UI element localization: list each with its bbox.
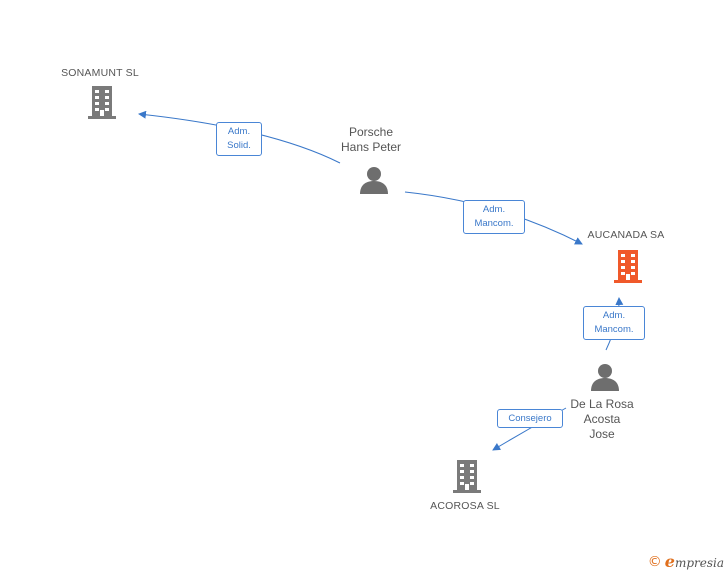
brand-logo: © empresia <box>648 552 724 571</box>
company-label-acorosa[interactable]: ACOROSA SL <box>430 500 500 512</box>
person-label-delarosa[interactable]: De La Rosa Acosta Jose <box>570 397 634 441</box>
brand-e: e <box>664 552 675 571</box>
building-icon[interactable] <box>86 84 118 120</box>
person-label-porsche[interactable]: Porsche Hans Peter <box>340 125 402 154</box>
brand-name: empresia <box>665 552 724 571</box>
relation-label[interactable]: Adm. Mancom. <box>583 306 645 340</box>
relation-label[interactable]: Consejero <box>497 409 563 428</box>
building-icon[interactable] <box>612 248 644 284</box>
brand-text: mpresia <box>674 556 724 570</box>
company-label-aucanada[interactable]: AUCANADA SA <box>587 229 665 241</box>
person-icon[interactable] <box>590 363 620 391</box>
person-icon[interactable] <box>359 166 389 194</box>
relation-label[interactable]: Adm. Solid. <box>216 122 262 156</box>
relation-label[interactable]: Adm. Mancom. <box>463 200 525 234</box>
company-label-sonamunt[interactable]: SONAMUNT SL <box>61 67 139 79</box>
copyright-icon: © <box>647 553 662 570</box>
building-icon[interactable] <box>451 458 483 494</box>
